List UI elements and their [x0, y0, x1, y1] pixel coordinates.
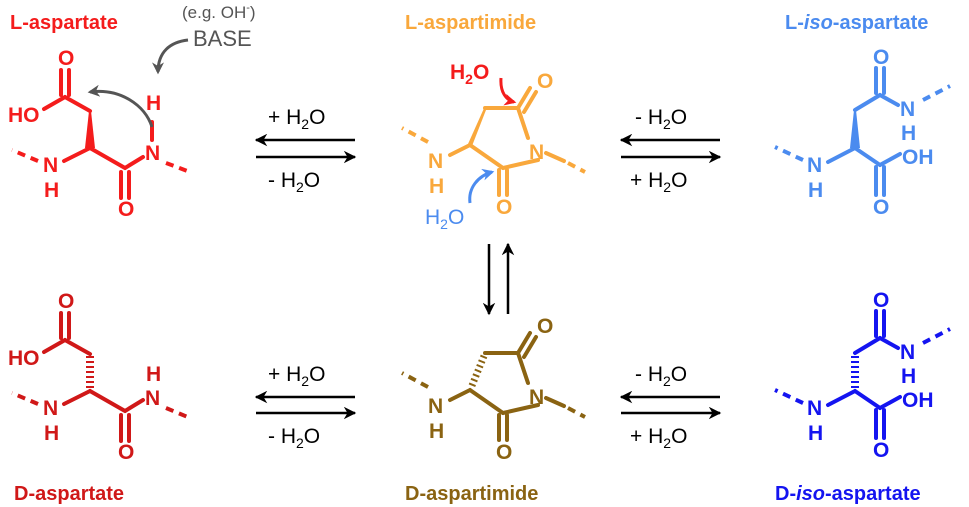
base-label: BASE: [193, 26, 252, 51]
atom-h: H: [808, 179, 823, 202]
atom-o: O: [118, 198, 134, 221]
atom-n: N: [145, 142, 160, 165]
atom-h: H: [429, 175, 444, 198]
atom-o: O: [537, 70, 553, 93]
atom-n: N: [145, 387, 160, 410]
water-attack-red: H2O: [450, 61, 517, 106]
atom-n: N: [428, 395, 443, 418]
l-aspartimide-label: L-aspartimide: [405, 12, 536, 34]
atom-o: O: [58, 47, 74, 70]
water-red: H2O: [450, 61, 489, 87]
base-annotation: (e.g. OH-) BASE: [87, 2, 256, 128]
d-aspartimide-label: D-aspartimide: [405, 483, 538, 505]
condition-add-water: + H2O: [630, 425, 687, 451]
condition-remove-water: - H2O: [635, 363, 687, 389]
atom-n: N: [807, 397, 822, 420]
atom-o: O: [873, 439, 889, 462]
attack-arrow-blue: [468, 168, 495, 204]
atom-n: N: [900, 98, 915, 121]
equilibrium-top-left: + H2O - H2O: [254, 106, 357, 195]
atom-n: N: [43, 397, 58, 420]
atom-n: N: [529, 386, 544, 409]
base-arrow: [152, 38, 189, 75]
atom-h: H: [44, 422, 59, 445]
atom-h: H: [901, 365, 916, 388]
condition-add-water: + H2O: [268, 363, 325, 389]
condition-add-water: + H2O: [268, 106, 325, 132]
equilibrium-vertical: [482, 242, 515, 316]
l-aspartimide: L-aspartimide O N N H O: [401, 12, 586, 219]
atom-o: O: [873, 289, 889, 312]
equilibrium-bottom-right: - H2O + H2O: [619, 363, 722, 451]
l-aspartate-label: L-aspartate: [10, 12, 118, 34]
atom-n: N: [428, 150, 443, 173]
d-aspartimide: D-aspartimide O N N H O: [401, 315, 586, 505]
atom-o: O: [537, 315, 553, 338]
base-example: (e.g. OH-): [182, 2, 256, 22]
atom-h: H: [146, 92, 161, 115]
d-iso-aspartate: D-iso-aspartate O N H N H OH O: [774, 289, 951, 505]
d-iso-aspartate-label: D-iso-aspartate: [775, 483, 921, 505]
atom-o: O: [873, 46, 889, 69]
atom-o: O: [496, 441, 512, 464]
equilibrium-top-right: - H2O + H2O: [619, 106, 722, 195]
atom-o: O: [873, 196, 889, 219]
electron-arrow: [87, 84, 154, 128]
condition-add-water: + H2O: [630, 169, 687, 195]
atom-h: H: [146, 363, 161, 386]
water-blue: H2O: [425, 206, 464, 232]
equilibrium-bottom-left: + H2O - H2O: [254, 363, 357, 451]
atom-h: H: [44, 179, 59, 202]
atom-o: O: [118, 441, 134, 464]
atom-n: N: [43, 154, 58, 177]
atom-h: H: [429, 420, 444, 443]
attack-arrow-red: [499, 77, 517, 106]
atom-n: N: [900, 341, 915, 364]
condition-remove-water: - H2O: [268, 169, 320, 195]
atom-h: H: [808, 422, 823, 445]
l-iso-aspartate: L-iso-aspartate O N H N H OH O: [774, 12, 951, 219]
condition-remove-water: - H2O: [635, 106, 687, 132]
d-aspartate: D-aspartate O HO N H O N H: [8, 290, 191, 505]
atom-ho: HO: [8, 347, 40, 370]
atom-oh: OH: [902, 389, 934, 412]
l-aspartate: L-aspartate O HO N H O N H: [8, 12, 191, 221]
atom-n: N: [807, 154, 822, 177]
atom-oh: OH: [902, 146, 934, 169]
atom-ho: HO: [8, 104, 40, 127]
condition-remove-water: - H2O: [268, 425, 320, 451]
atom-o: O: [58, 290, 74, 313]
atom-n: N: [529, 141, 544, 164]
d-aspartate-label: D-aspartate: [14, 483, 124, 505]
water-attack-blue: H2O: [425, 168, 495, 232]
l-iso-aspartate-label: L-iso-aspartate: [785, 12, 928, 34]
atom-h: H: [901, 122, 916, 145]
atom-o: O: [496, 196, 512, 219]
